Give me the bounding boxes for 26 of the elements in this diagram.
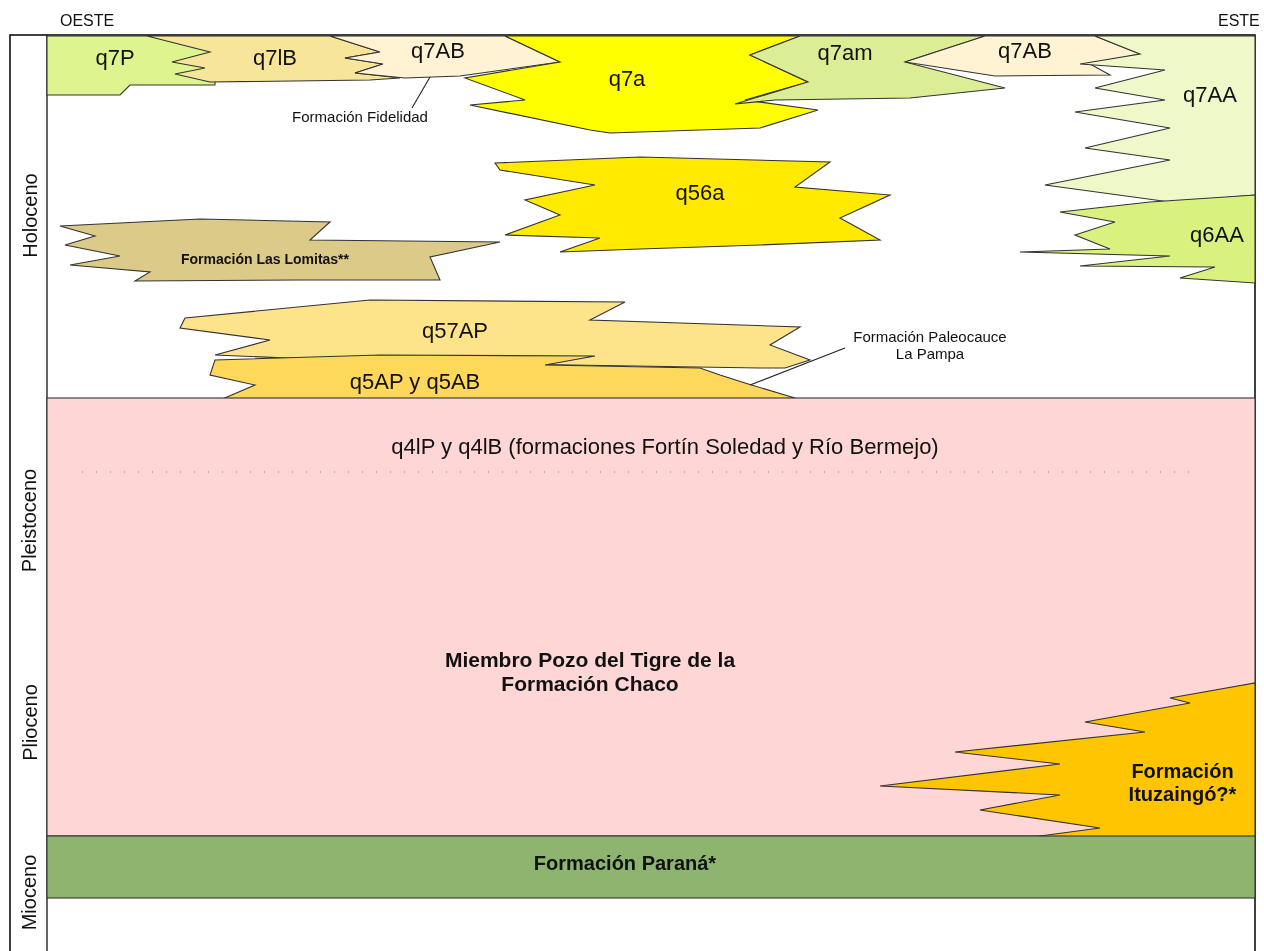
unit-label: q4lP y q4lB (formaciones Fortín Soledad y Río Bermejo) [390, 434, 940, 460]
formation-label: Formación Paleocauce La Pampa [852, 328, 1008, 363]
leader-line [411, 76, 431, 109]
unit-label: q7lB [251, 45, 298, 71]
unit-label: q7a [607, 66, 647, 92]
unit-label: Miembro Pozo del Tigre de la Formación Chaco [443, 648, 737, 697]
direction-label: ESTE [1218, 12, 1260, 30]
unit-label: q5AP y q5AB [348, 369, 482, 395]
direction-label: OESTE [60, 12, 115, 30]
unit-label: q7P [94, 45, 136, 71]
epoch-label: Plioceno [18, 683, 42, 761]
formation-label: Formación Fidelidad [291, 108, 429, 126]
unit-label: q57AP [420, 318, 490, 344]
unit-label: q56a [674, 180, 726, 206]
unit-label: q7AB [410, 38, 466, 64]
epoch-label: Holoceno [18, 172, 42, 258]
epoch-label: Mioceno [18, 854, 42, 930]
unit-label: q7am [816, 40, 874, 66]
unit-label: Formación Ituzaingó?* [1127, 760, 1238, 806]
epoch-label: Pleistoceno [18, 468, 42, 572]
unit-label: Formación Paraná* [532, 852, 718, 875]
unit-label: q7AA [1182, 82, 1238, 108]
leader-line [749, 347, 846, 386]
unit-label: q7AB [997, 38, 1053, 64]
unit-label: Formación Las Lomitas** [179, 251, 350, 268]
unit-label: q6AA [1189, 222, 1245, 248]
